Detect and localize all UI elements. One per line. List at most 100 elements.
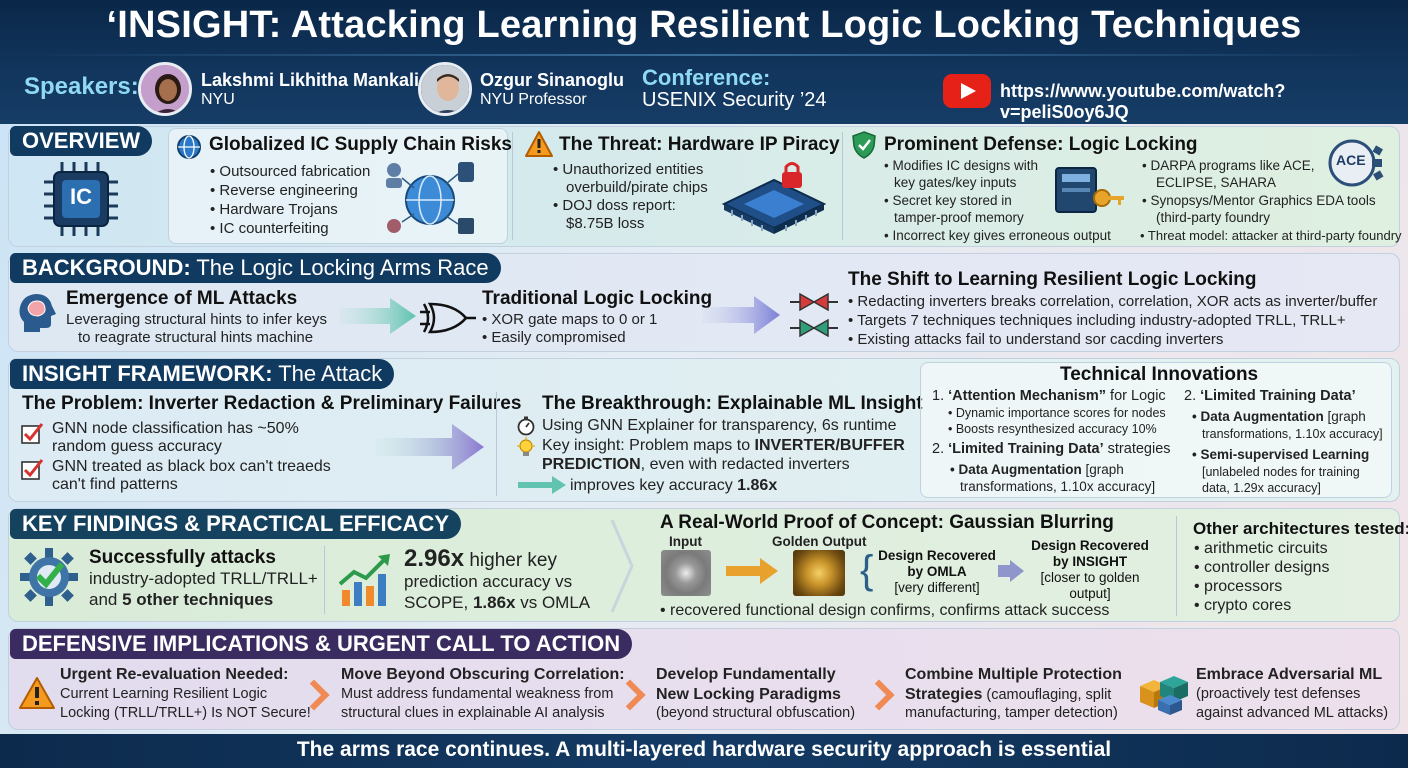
supply-chain-card [168, 128, 508, 244]
problem-title: The Problem: Inverter Redaction & Prelim… [22, 393, 522, 414]
defensive-text: Current Learning Resilient Logic [60, 686, 268, 702]
other-arch-item: • arithmetic circuits [1194, 540, 1328, 557]
traditional-item: • Easily compromised [482, 329, 626, 346]
arrow-right-icon [998, 560, 1024, 587]
arrow-right-icon [518, 476, 566, 499]
speaker-name-2: Ozgur Sinanoglu [480, 70, 624, 90]
threat-item: • Unauthorized entities [553, 161, 704, 178]
defense-item: • Modifies IC designs with [884, 158, 1039, 173]
brain-head-icon [16, 292, 58, 341]
locked-chip-icon [718, 160, 830, 241]
framework-label: INSIGHT FRAMEWORK: The Attack [10, 359, 395, 389]
defense-item: • Secret key stored in [884, 193, 1012, 208]
threat-item: overbuild/pirate chips [566, 179, 708, 196]
traditional-item: • XOR gate maps to 0 or 1 [482, 311, 658, 328]
poc-golden-label: Golden Output [772, 534, 867, 549]
supply-chain-item: • Reverse engineering [210, 182, 358, 199]
speaker-affiliation-1: NYU [201, 91, 235, 108]
defensive-text: (proactively test defenses [1196, 686, 1361, 702]
speaker-affiliation-2: NYU Professor [480, 91, 587, 108]
defense-item: ECLIPSE, SAHARA [1156, 175, 1277, 190]
problem-item: random guess accuracy [52, 438, 222, 455]
breakthrough-text: improves key accuracy 1.86x [570, 477, 778, 494]
findings-label: KEY FINDINGS & PRACTICAL EFFICACY [10, 509, 461, 539]
lightbulb-icon [516, 437, 536, 464]
tech-item: • Semi-supervised Learning [1192, 447, 1370, 462]
poc-golden-image [793, 550, 845, 596]
defense-item: • Incorrect key gives erroneous output [884, 228, 1111, 243]
ml-attacks-text: to reagrate structural hints machine [78, 329, 314, 346]
attacks-line: industry-adopted TRLL/TRLL+ [89, 569, 318, 588]
defensive-text: structural clues in explainable AI analy… [341, 705, 605, 721]
supply-chain-network-icon [380, 156, 480, 245]
defensive-title: Urgent Re-evaluation Needed: [60, 666, 289, 683]
checkbox-icon [20, 458, 44, 487]
shift-item: • Existing attacks fail to understand so… [848, 331, 1224, 348]
defensive-text: Must address fundamental weakness from [341, 686, 614, 702]
defensive-title: Embrace Adversarial ML [1196, 666, 1383, 683]
xor-gate-icon [420, 300, 476, 341]
tech-item: • Boosts resynthesized accuracy 10% [948, 422, 1157, 436]
speakers-label: Speakers: [24, 73, 139, 100]
header-banner: ‘INSIGHT: Attacking Learning Resilient L… [0, 0, 1408, 124]
threat-title: The Threat: Hardware IP Piracy [559, 134, 840, 155]
youtube-icon[interactable] [943, 74, 991, 108]
defense-item: • Synopsys/Mentor Graphics EDA tools [1142, 193, 1376, 208]
defensive-title: Develop Fundamentally [656, 666, 836, 683]
defensive-text: Locking (TRLL/TRLL+) Is NOT Secure! [60, 705, 311, 721]
key-memory-icon [1054, 166, 1126, 223]
ml-attacks-text: Leveraging structural hints to infer key… [66, 311, 327, 328]
warning-icon [524, 130, 554, 163]
ace-label: ACE [1336, 152, 1366, 168]
defensive-text: against advanced ML attacks) [1196, 705, 1389, 721]
chevron-right-icon [610, 518, 634, 614]
accuracy-line: prediction accuracy vs [404, 572, 573, 591]
tech-item: transformations, 1.10x accuracy] [960, 479, 1156, 494]
ic-chip-icon [40, 158, 122, 240]
ml-attacks-title: Emergence of ML Attacks [66, 288, 298, 309]
arrow-right-icon [702, 296, 780, 339]
overview-section [8, 126, 1400, 247]
defensive-label: DEFENSIVE IMPLICATIONS & URGENT CALL TO … [10, 629, 633, 659]
warning-icon [18, 676, 56, 715]
defense-item: tamper-proof memory [894, 210, 1024, 225]
poc-input-label: Input [669, 534, 702, 549]
poc-input-image [661, 550, 711, 596]
gear-check-icon [18, 546, 80, 613]
defense-item: (third-party foundry [1156, 210, 1271, 225]
defensive-text: Strategies (camouflaging, split [905, 686, 1112, 703]
tech-item: data, 1.29x accuracy] [1202, 481, 1321, 495]
problem-item: can't find patterns [52, 476, 178, 493]
background-label: BACKGROUND: The Logic Locking Arms Race [10, 253, 501, 283]
tech-innovations-title: Technical Innovations [1060, 364, 1259, 385]
defensive-title: New Locking Paradigms [656, 686, 841, 703]
defensive-title: Move Beyond Obscuring Correlation: [341, 666, 625, 683]
divider [324, 546, 325, 614]
defense-item: • DARPA programs like ACE, [1142, 158, 1315, 173]
threat-item: $8.75B loss [566, 215, 645, 232]
brace-icon: { [860, 548, 874, 592]
ace-gear-icon [1328, 137, 1386, 194]
speaker-photo-2 [418, 62, 472, 116]
breakthrough-title: The Breakthrough: Explainable ML Insight [542, 393, 923, 414]
divider [1176, 516, 1177, 616]
youtube-link[interactable]: https://www.youtube.com/watch?v=peliS0oy… [1000, 81, 1286, 122]
divider [842, 132, 843, 240]
tech-item: • Data Augmentation [graph [950, 462, 1124, 477]
arrow-right-icon [726, 558, 778, 589]
supply-chain-item: • IC counterfeiting [210, 220, 329, 237]
other-arch-item: • processors [1194, 578, 1283, 595]
tech-innovations-card [920, 362, 1392, 498]
globe-icon [176, 134, 202, 165]
conference-name: USENIX Security ’24 [642, 89, 827, 111]
breakthrough-text: Key insight: Problem maps to INVERTER/BU… [542, 437, 905, 454]
problem-item: GNN node classification has ~50% [52, 420, 299, 437]
tech-item: • Dynamic importance scores for nodes [948, 406, 1166, 420]
threat-item: • DOJ doss report: [553, 197, 676, 214]
page-title: ‘INSIGHT: Attacking Learning Resilient L… [106, 4, 1302, 46]
tech-item: 2. ‘Limited Training Data’ [1184, 388, 1356, 404]
shift-item: • Targets 7 techniques techniques includ… [848, 312, 1346, 329]
divider [496, 392, 497, 496]
